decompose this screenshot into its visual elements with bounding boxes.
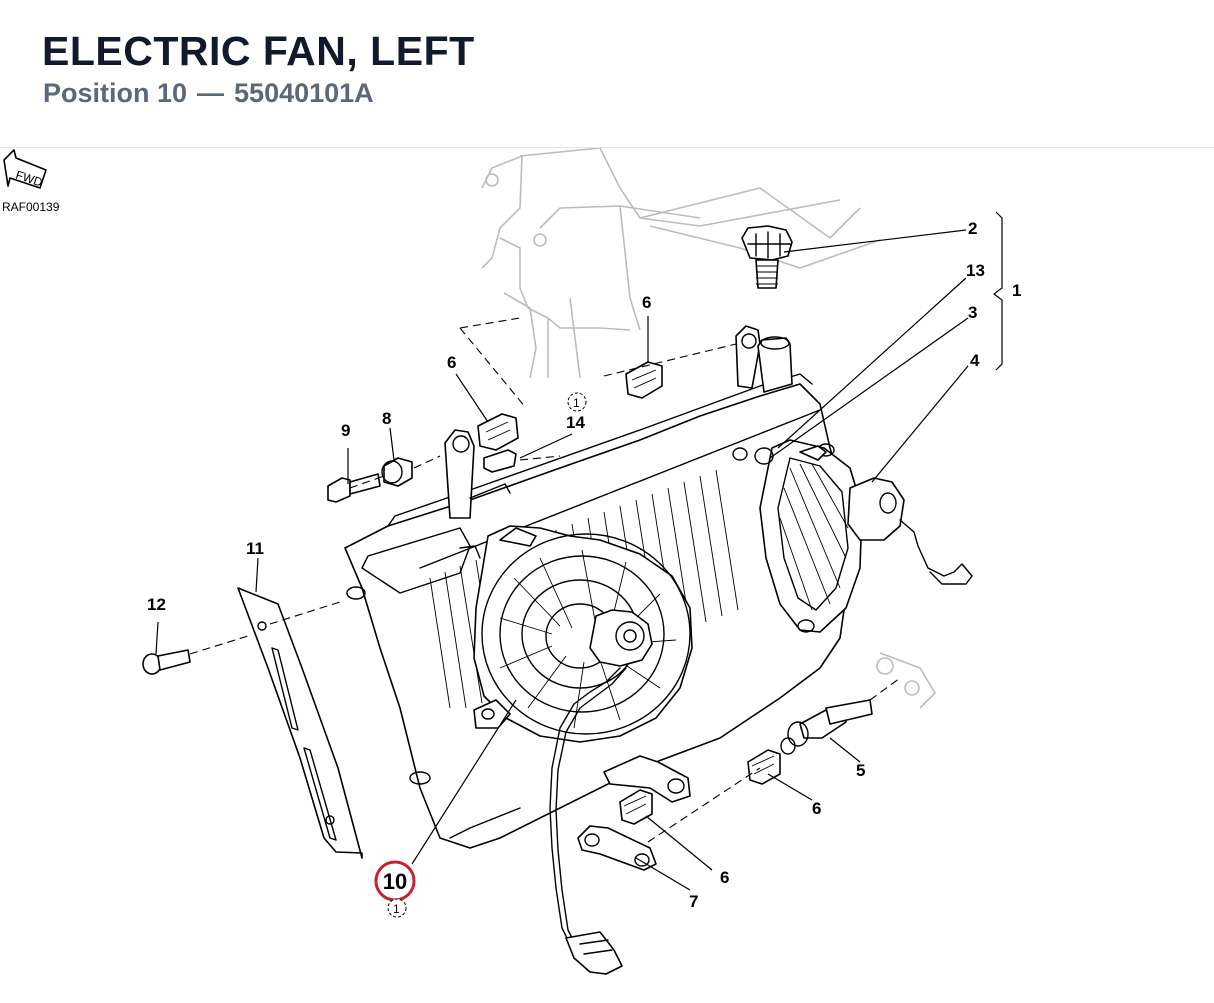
highlighted-callout-10[interactable]: 10 1 (374, 860, 416, 918)
spacer-part-8 (381, 457, 413, 487)
grommet-part-6a (477, 413, 519, 451)
assembly-lines (189, 317, 901, 843)
page-title: ELECTRIC FAN, LEFT (42, 28, 475, 74)
link-plate-part-7 (577, 825, 657, 871)
bolt-part-5 (780, 699, 873, 755)
diagram-canvas: FWD RAF00139 (2, 148, 1021, 975)
callout-9: 9 (341, 421, 350, 440)
screw-part-12 (142, 649, 191, 675)
cooling-fan-left (473, 525, 693, 975)
note-symbol-14-text: 1 (573, 396, 580, 410)
grommet-part-6d (619, 789, 653, 825)
callout-2: 2 (968, 219, 977, 238)
callout-5: 5 (856, 761, 865, 780)
frame-outline (481, 148, 937, 709)
callout-4: 4 (970, 351, 980, 370)
grommet-part-6b (625, 361, 663, 399)
forward-arrow-icon: FWD (3, 149, 47, 190)
leader-lines (155, 211, 1003, 891)
callout-14: 14 (566, 413, 585, 432)
bolt-part-9 (327, 473, 381, 503)
callout-7: 7 (689, 892, 698, 911)
pin-part-14 (483, 449, 517, 473)
callout-1: 1 (1012, 281, 1021, 300)
note-symbol-10-text: 1 (393, 902, 400, 916)
radiator-bracket-right (735, 325, 761, 389)
callout-3: 3 (968, 303, 977, 322)
note-symbol-10 (387, 898, 407, 918)
callout-6-bottom: 6 (720, 868, 729, 887)
subtitle-separator: — (197, 78, 225, 108)
callout-6-right: 6 (812, 799, 821, 818)
position-label: Position 10 (43, 78, 188, 108)
callout-13: 13 (966, 261, 985, 280)
callout-12: 12 (147, 595, 166, 614)
exploded-parts-diagram: FWD RAF00139 (0, 148, 1214, 1003)
callout-8: 8 (382, 409, 391, 428)
callout-6-left: 6 (447, 353, 456, 372)
radiator-cap (741, 225, 793, 289)
page-header: ELECTRIC FAN, LEFT Position 10 — 55040101A (0, 0, 1214, 148)
filler-neck (757, 336, 793, 393)
callout-6-top: 6 (642, 293, 651, 312)
callout-10: 10 (383, 869, 407, 894)
cooling-fan-right (759, 439, 973, 633)
part-number: 55040101A (234, 78, 374, 108)
reference-code: RAF00139 (2, 200, 60, 214)
lower-bracket (603, 755, 691, 803)
callout-11: 11 (246, 539, 264, 558)
note-symbol-14: 1 (567, 392, 587, 412)
position-subtitle: Position 10 — 55040101A (43, 78, 374, 109)
grommet-part-6c (747, 749, 781, 785)
radiator-bracket-left (444, 429, 511, 519)
side-cover-part-11 (237, 587, 363, 859)
